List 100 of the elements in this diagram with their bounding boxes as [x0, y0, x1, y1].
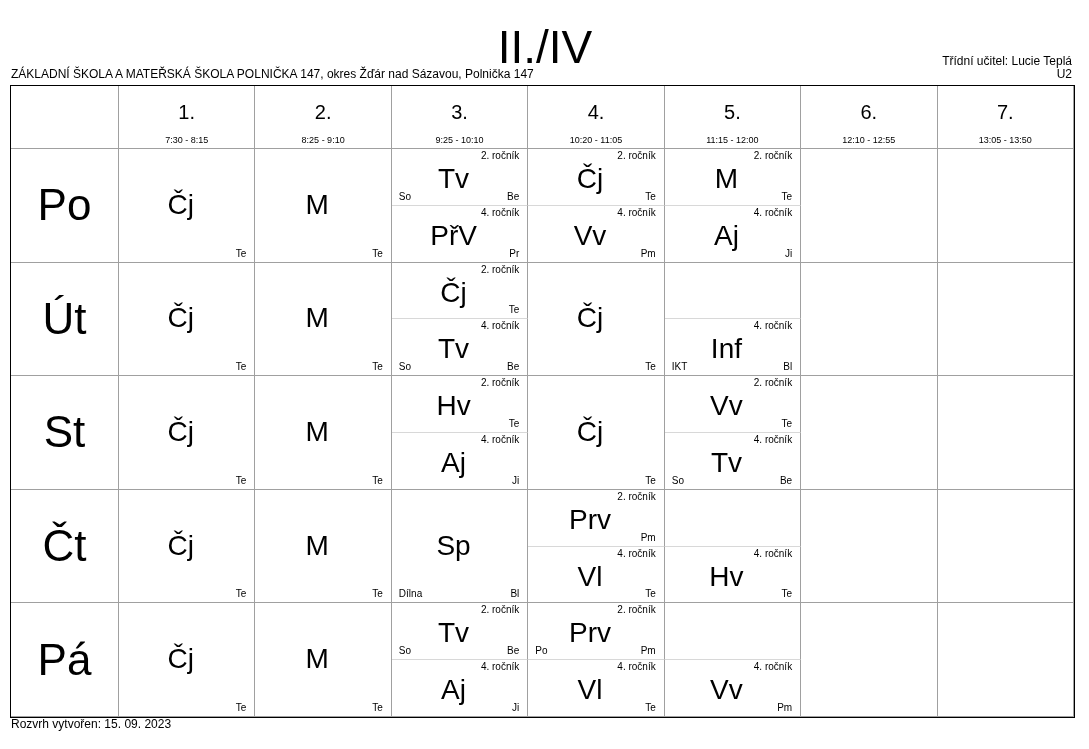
grade-label: 2. ročník: [480, 378, 520, 389]
lesson-cell: [664, 376, 802, 433]
room-label: So: [398, 191, 412, 202]
subject-text: Prv: [568, 619, 612, 648]
subject-text: M: [304, 304, 330, 333]
lesson-cell: [664, 149, 802, 206]
lesson-cell: [391, 262, 529, 320]
subject-text: Tv: [709, 449, 743, 477]
teacher-label: Pr: [509, 248, 520, 259]
period-number: 6.: [859, 102, 879, 122]
teacher-label: Bl: [510, 589, 520, 600]
room-label: Dílna: [398, 589, 423, 600]
room-label: So: [671, 475, 684, 486]
period-header-cell: [255, 86, 392, 149]
subject-text: M: [304, 190, 330, 219]
teacher-label: Te: [235, 475, 247, 486]
subject-text: M: [304, 645, 330, 674]
lesson-cell: [255, 376, 392, 490]
teacher-label: Bl: [783, 362, 793, 373]
teacher-label: Te: [235, 362, 247, 373]
subject-text: Aj: [440, 676, 467, 705]
period-time: 11:15 - 12:00: [705, 136, 760, 145]
period-number: 3.: [450, 102, 469, 122]
subject-text: M: [304, 531, 330, 560]
subject-text: Čj: [166, 531, 195, 560]
subject-text: Inf: [709, 335, 743, 364]
lesson-cell: [391, 433, 529, 490]
subject-text: Čj: [166, 304, 195, 333]
period-time: 12:10 - 12:55: [841, 136, 897, 145]
period-header-cell: [801, 86, 938, 149]
day-cell: [11, 489, 119, 604]
lesson-cell: [119, 262, 256, 377]
lesson-cell: [528, 489, 665, 547]
lesson-cell: [528, 262, 665, 377]
grade-label: 2. ročník: [480, 605, 520, 616]
day-cell: [11, 149, 119, 263]
period-time: 7:30 - 8:15: [164, 136, 210, 145]
lesson-cell: [255, 603, 392, 717]
day-label: St: [42, 406, 87, 459]
day-label: Út: [41, 292, 88, 345]
lesson-cell: [391, 205, 529, 263]
teacher-label: Ji: [512, 475, 520, 486]
teacher-label: Te: [372, 589, 383, 600]
lesson-cell: [119, 603, 256, 717]
period-time: 10:20 - 11:05: [568, 136, 624, 145]
teacher-label: Be: [507, 362, 520, 373]
subject-text: Čj: [439, 278, 468, 307]
period-time: 8:25 - 9:10: [300, 136, 346, 145]
period-number: 2.: [313, 102, 333, 122]
subject-text: Vv: [709, 676, 744, 705]
subject-text: Hv: [708, 562, 745, 591]
lesson-cell: [664, 319, 802, 377]
period-header-cell: [391, 86, 529, 149]
day-label: Po: [36, 179, 93, 232]
teacher-label: Pm: [640, 248, 656, 259]
subject-text: Vl: [576, 676, 604, 705]
grade-label: 2. ročník: [753, 378, 793, 389]
grade-label: 2. ročník: [617, 491, 656, 502]
lesson-cell: [664, 660, 802, 717]
subject-text: PřV: [429, 221, 478, 250]
day-cell: [11, 603, 119, 717]
grade-label: 2. ročník: [753, 151, 793, 161]
teacher-label: Be: [779, 475, 793, 486]
period-header-cell: [528, 86, 665, 149]
teacher-label: Te: [645, 362, 656, 373]
teacher-label: Te: [508, 305, 520, 316]
period-number: 1.: [177, 102, 197, 122]
teacher-label: Pm: [640, 646, 656, 657]
teacher-label: Te: [372, 703, 383, 713]
grade-label: 2. ročník: [480, 264, 520, 275]
lesson-cell: [391, 603, 529, 661]
grade-label: 4. ročník: [753, 662, 793, 673]
lesson-cell: [664, 433, 802, 490]
subject-text: Čj: [166, 190, 195, 219]
teacher-label: Te: [235, 703, 247, 713]
grade-label: 4. ročník: [753, 435, 793, 445]
teacher-label: Te: [781, 589, 793, 600]
teacher-label: Te: [781, 419, 793, 429]
period-time: 13:05 - 13:50: [977, 136, 1033, 145]
grade-label: 4. ročník: [617, 662, 656, 673]
grade-label: 4. ročník: [480, 321, 520, 332]
teacher-label: Pm: [777, 703, 793, 713]
teacher-label: Te: [372, 362, 383, 373]
teacher-label: Te: [645, 703, 656, 713]
lesson-cell: [255, 489, 392, 604]
teacher-label: Te: [645, 475, 656, 486]
lesson-cell: [391, 489, 529, 604]
grade-label: 4. ročník: [753, 207, 793, 218]
period-header-cell: [119, 86, 256, 149]
teacher-label: Te: [645, 191, 656, 202]
school-name: ZÁKLADNÍ ŠKOLA A MATEŘSKÁ ŠKOLA POLNIČKA 147, okres Žďár nad Sázavou, Polnička 147: [11, 68, 534, 80]
grade-label: 4. ročník: [480, 662, 520, 673]
lesson-cell: [664, 205, 802, 263]
teacher-label: Te: [372, 475, 383, 486]
grade-label: 2. ročník: [480, 151, 520, 161]
lesson-cell: [391, 376, 529, 433]
lesson-cell: [119, 149, 256, 263]
teacher-label: Te: [372, 248, 383, 259]
subject-text: Vv: [709, 392, 744, 421]
room-label: IKT: [671, 362, 688, 373]
